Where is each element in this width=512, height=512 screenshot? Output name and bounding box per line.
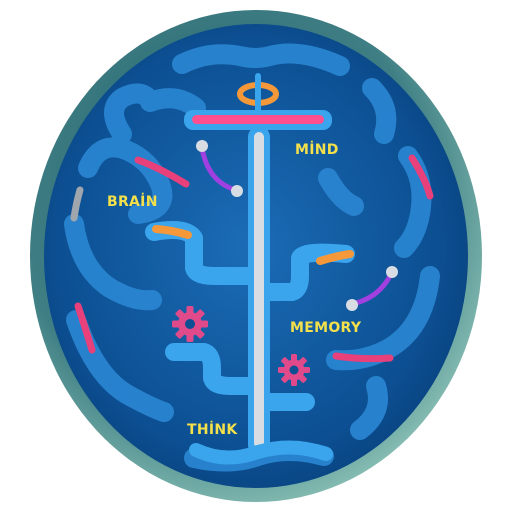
connector-nodes — [196, 140, 398, 311]
label-brain: BRAİN — [107, 194, 158, 210]
label-mind: MİND — [295, 142, 339, 158]
gear-icon — [172, 306, 208, 342]
pink-highlights — [74, 154, 434, 363]
bottom-bar — [189, 440, 333, 465]
central-stem — [254, 132, 264, 448]
top-bar-highlight — [192, 115, 324, 124]
label-memory: MEMORY — [290, 320, 362, 336]
gear-icon — [278, 354, 310, 386]
grey-highlight — [70, 186, 84, 222]
label-think: THİNK — [187, 422, 238, 438]
orange-highlights — [152, 225, 354, 265]
